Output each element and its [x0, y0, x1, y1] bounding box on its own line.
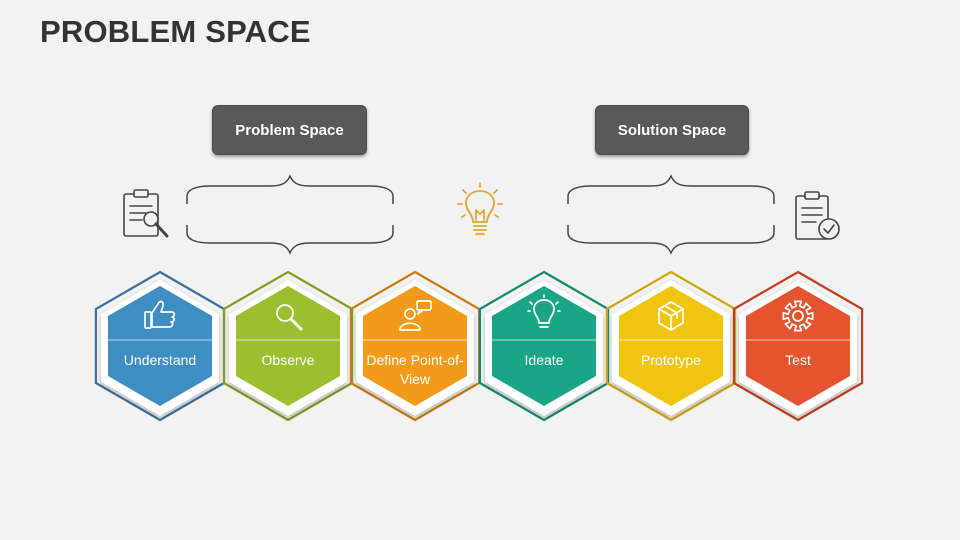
hexagon-fill [492, 286, 596, 406]
clipboard-search-icon [123, 189, 169, 238]
lightbulb-center-icon [457, 182, 503, 235]
cube-icon [658, 301, 684, 331]
lightbulb-icon [527, 294, 561, 328]
hexagon-fill [619, 286, 723, 406]
step-label-1: Understand [123, 352, 197, 368]
problem-space-label: Problem Space [212, 105, 367, 155]
step-hexagon-4 [478, 270, 610, 422]
solution-brace [567, 174, 775, 255]
hexagon-fill [363, 286, 467, 406]
hexagon-fill [746, 286, 850, 406]
hexagon-outline [732, 270, 864, 422]
step-label-5: Prototype [641, 352, 701, 368]
hexagon-fill [236, 286, 340, 406]
step-hexagon-6 [732, 270, 864, 422]
step-label-4: Ideate [524, 352, 564, 368]
step-hexagon-5 [605, 270, 737, 422]
step-hexagon-2 [222, 270, 354, 422]
step-label-6: Test [785, 352, 811, 368]
step-label-2: Observe [261, 352, 315, 368]
problem-brace [186, 174, 394, 255]
page-title: PROBLEM SPACE [40, 14, 311, 49]
person-speech-icon [399, 300, 432, 331]
thumbs-up-icon [144, 300, 176, 329]
gear-icon [782, 300, 814, 332]
clipboard-check-icon [795, 191, 840, 240]
step-hexagon-1 [94, 270, 226, 422]
step-label-3: Define Point-of-View [366, 352, 464, 387]
hexagon-fill [108, 286, 212, 406]
step-hexagon-3 [349, 270, 481, 422]
magnifier-icon [276, 304, 303, 331]
solution-space-label: Solution Space [595, 105, 749, 155]
